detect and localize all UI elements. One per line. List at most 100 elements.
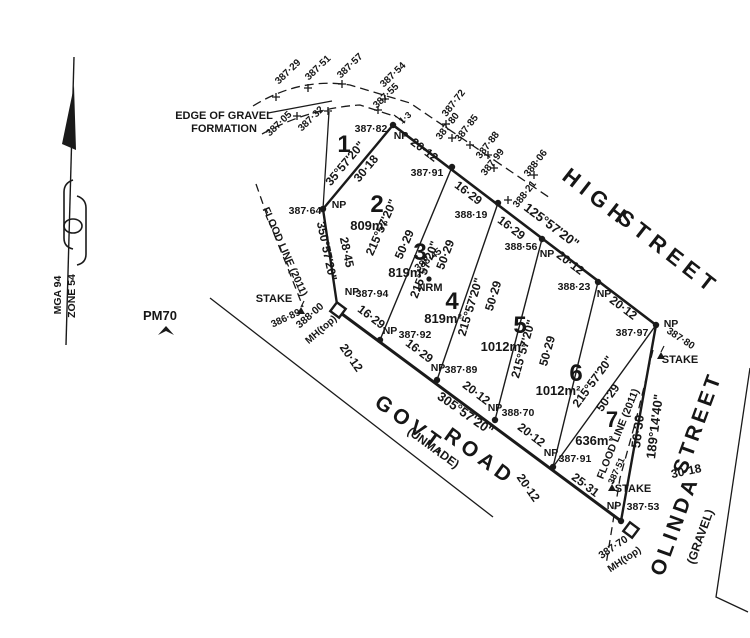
offset-dim: 1·3 xyxy=(397,110,413,126)
spot-level: 387·82 xyxy=(355,123,388,135)
corner-peg-point xyxy=(319,205,327,213)
benchmark-icon xyxy=(158,326,174,335)
flood-line-label: FLOOD LINE (2011) xyxy=(260,205,310,298)
spot-level: 387·80 xyxy=(664,326,696,352)
olinda-street-east-edge xyxy=(715,367,750,613)
spot-level: 387·92 xyxy=(399,329,432,341)
spot-level-cross xyxy=(304,84,312,92)
zone-label: ZONE 54 xyxy=(66,274,78,318)
corner-peg-point xyxy=(433,376,441,384)
monument-np: NP xyxy=(597,288,612,300)
road-edges xyxy=(209,100,750,613)
olinda-street-frontage xyxy=(619,324,658,522)
stake-symbol xyxy=(297,300,305,314)
monument-np: NP xyxy=(540,248,555,260)
gravel-label-leader xyxy=(267,100,333,114)
nrm-point xyxy=(426,276,432,282)
spot-level-cross xyxy=(381,95,389,103)
lot6-lot7-boundary xyxy=(552,324,657,468)
corner-peg-point xyxy=(494,199,502,207)
distance: 30·18 xyxy=(670,461,703,481)
north-symbol-right-bracket xyxy=(76,195,87,266)
spot-level: 387·97 xyxy=(616,327,649,339)
high-street-frontage xyxy=(392,123,657,327)
lot2-lot3-boundary xyxy=(379,166,453,341)
monument-np: NP xyxy=(544,447,559,459)
west-boundary xyxy=(321,208,340,312)
spot-level-cross xyxy=(484,151,492,159)
spot-level-cross xyxy=(490,164,498,172)
monument-np: NP xyxy=(394,130,409,142)
stake-label: STAKE xyxy=(662,354,698,366)
monument-np: NP xyxy=(664,318,679,330)
road-width: 20·12 xyxy=(337,341,366,374)
lot-number: 1 xyxy=(337,131,350,158)
west-fence-line xyxy=(322,111,330,210)
distance: 20·12 xyxy=(607,293,640,323)
boundary-lines xyxy=(321,123,658,523)
monument-np: NP xyxy=(345,286,360,298)
distance: 20·12 xyxy=(554,248,587,278)
lot-area: 819m² xyxy=(388,265,426,280)
spot-level: 387·94 xyxy=(356,288,389,300)
stake-label: STAKE xyxy=(256,293,292,305)
corner-peg-point xyxy=(491,416,499,424)
lot3-lot4-boundary xyxy=(436,202,499,381)
north-arrow xyxy=(62,56,87,346)
lot-number: 7 xyxy=(606,407,618,432)
spot-level-cross xyxy=(442,120,450,128)
road-width: 20·12 xyxy=(514,471,543,504)
spot-level: 387·89 xyxy=(445,364,478,376)
lot-number: 6 xyxy=(569,360,582,387)
spot-level-cross xyxy=(293,112,301,120)
spot-level: 388·56 xyxy=(505,241,538,253)
benchmark-label: PM70 xyxy=(143,308,177,323)
bearing: 350°57'20" xyxy=(314,220,340,282)
spot-level-cross xyxy=(272,93,280,101)
lot-area: 1012m² xyxy=(536,383,581,398)
manhole-symbol xyxy=(328,300,348,320)
lot5-lot6-boundary xyxy=(552,281,599,468)
lot-number: 3 xyxy=(413,239,426,266)
spot-level: 387·29 xyxy=(273,57,303,87)
corner-peg-point xyxy=(389,121,397,129)
lot-area: 1012m² xyxy=(481,339,526,354)
corner-peg-point xyxy=(448,163,456,171)
gravel-edge-lower xyxy=(261,104,398,135)
spot-level-cross xyxy=(530,171,538,179)
distance: 28·45 xyxy=(337,236,357,269)
spot-level: 387·91 xyxy=(411,167,444,179)
bearing: 189°14'40" xyxy=(643,393,666,459)
spot-level: 387·91 xyxy=(559,453,592,465)
spot-level-cross xyxy=(374,106,382,114)
distance: 50·29 xyxy=(482,279,504,313)
lot-number: 4 xyxy=(445,288,459,315)
spot-level-cross xyxy=(466,141,474,149)
monument-np: NP xyxy=(431,362,446,374)
spot-level-cross xyxy=(324,107,332,115)
lot-number: 2 xyxy=(370,191,383,218)
distance: 56·30 xyxy=(628,414,647,449)
stake-label: STAKE xyxy=(615,483,651,495)
lot-number: 5 xyxy=(513,312,526,339)
flood-line-east xyxy=(605,349,654,566)
bearing: 215°57'20" xyxy=(455,276,486,338)
spot-level: 388·19 xyxy=(455,209,488,221)
corner-peg-point xyxy=(652,321,660,329)
spot-level-cross xyxy=(504,196,512,204)
govt-road-sw-edge xyxy=(209,297,494,518)
monument-np: NP xyxy=(383,325,398,337)
manhole-symbol xyxy=(621,520,641,540)
monument-np: NP xyxy=(488,402,503,414)
corner-peg-point xyxy=(594,278,602,286)
corner-peg-point xyxy=(538,235,546,243)
monument-np: NP xyxy=(607,500,622,512)
lot-area: 636m² xyxy=(575,433,613,448)
corner-peg-point xyxy=(549,463,557,471)
corner-peg-point xyxy=(376,336,384,344)
spot-level-cross xyxy=(448,134,456,142)
edge-of-gravel-label: EDGE OF GRAVEL xyxy=(175,110,273,122)
spot-level: 387·57 xyxy=(335,51,365,81)
distance: 50·29 xyxy=(536,334,558,368)
